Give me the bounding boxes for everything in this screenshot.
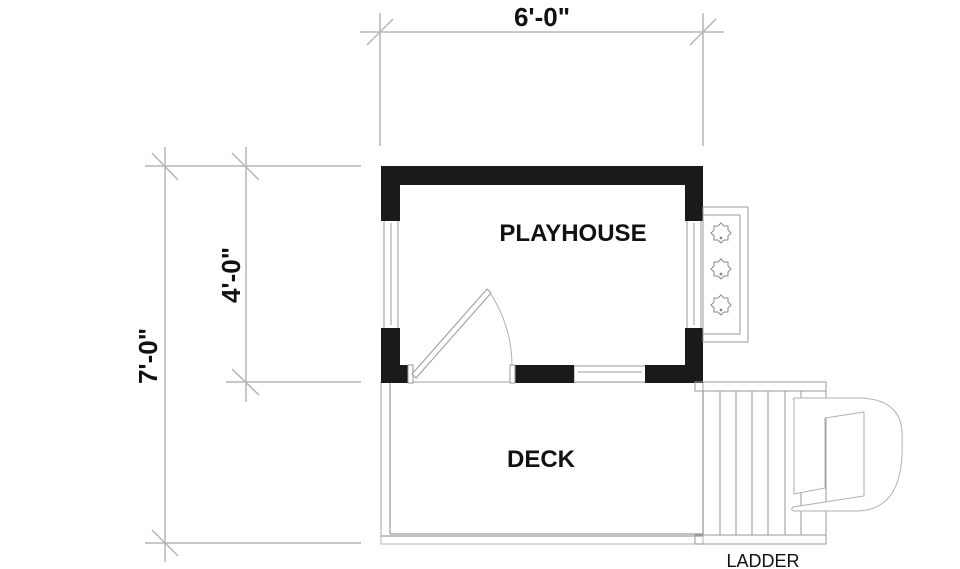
door [407, 288, 516, 384]
dimension-label-total-height: 7'-0" [133, 328, 163, 384]
plant-icon [710, 258, 732, 280]
dimension-label-width: 6'-0" [514, 2, 570, 32]
plant-icons [710, 222, 732, 316]
planter-box [702, 206, 749, 343]
fixture-label-ladder: LADDER [726, 551, 799, 569]
walls [381, 166, 703, 383]
plant-icon [710, 294, 732, 316]
slide [791, 397, 903, 512]
plant-icon [710, 222, 732, 244]
dimension-label-playhouse-height: 4'-0" [216, 247, 246, 303]
dimension-lines [145, 13, 724, 562]
room-label-playhouse: PLAYHOUSE [499, 220, 646, 247]
room-label-deck: DECK [507, 446, 576, 473]
